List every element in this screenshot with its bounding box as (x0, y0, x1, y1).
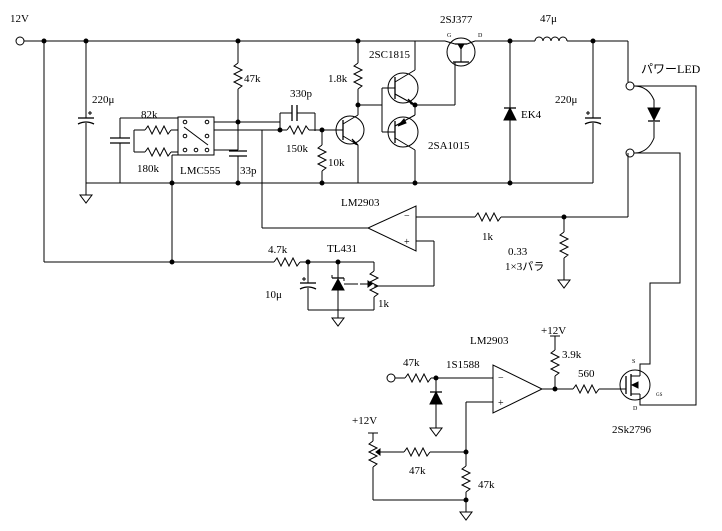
resistor-180k (134, 146, 178, 158)
inductor-47u (534, 36, 570, 42)
top-supply-rail (15, 36, 629, 82)
svg-text:−: − (404, 211, 410, 222)
svg-text:+: + (404, 237, 410, 248)
label-12v-mid: +12V (541, 325, 566, 337)
label-r47k-bottom: 47k (478, 479, 495, 491)
label-r82k: 82k (141, 109, 158, 121)
wires-555-right (171, 119, 280, 262)
label-12v-low: +12V (352, 415, 377, 427)
label-r1k-sense: 1k (482, 231, 494, 243)
label-r10k: 10k (328, 157, 345, 169)
label-c10u: 10μ (265, 289, 282, 301)
opamp-lm2903-upper: − + (262, 205, 475, 286)
capacitor-220u-left (77, 41, 95, 183)
ground-rail (79, 180, 593, 204)
label-c220u-left: 220μ (92, 94, 115, 106)
resistor-82k (133, 124, 178, 152)
label-c220u-right: 220μ (555, 94, 578, 106)
resistor-47k-input (386, 372, 493, 384)
label-pin-g-2sj377: G (447, 33, 452, 39)
label-2sk2796: 2Sk2796 (612, 424, 652, 436)
power-led (625, 81, 697, 406)
label-r47k-feedback: 47k (409, 465, 426, 477)
label-ek4: EK4 (521, 109, 542, 121)
label-shunt-note: 1×3パラ (505, 260, 544, 273)
label-r47k-top: 47k (244, 73, 261, 85)
capacitor-33p (229, 122, 247, 183)
feedback-network-lower (367, 401, 493, 521)
svg-text:−: − (498, 373, 504, 384)
label-l47u: 47μ (540, 13, 557, 25)
capacitor-220u-right (584, 41, 602, 183)
label-r4-7k: 4.7k (268, 244, 288, 256)
resistor-47k-top (232, 41, 244, 122)
opamp-lm2903-lower: − + (492, 364, 573, 414)
potentiometer-1k (360, 262, 434, 310)
label-pin-gs-2sk2796: GS (656, 393, 663, 398)
resistor-150k (261, 124, 336, 228)
label-r47k-input: 47k (403, 357, 420, 369)
label-lmc555: LMC555 (180, 165, 221, 177)
transistor-driver-npn (335, 105, 365, 183)
resistor-shunt-0-33 (557, 217, 571, 289)
label-r3-9k: 3.9k (562, 349, 582, 361)
label-lm2903-upper: LM2903 (341, 197, 380, 209)
mosfet-2sj377 (444, 37, 476, 105)
label-pin-s-2sk2796: S (632, 359, 635, 365)
resistor-4-7k (273, 256, 374, 268)
transistor-2sa1015 (382, 102, 455, 183)
resistor-1-8k (352, 41, 383, 132)
resistor-3-9k-pullup (549, 335, 561, 380)
svg-text:+: + (498, 398, 504, 409)
label-pin-d-2sj377: D (478, 33, 483, 39)
label-c33p: 33p (240, 165, 257, 177)
wires-reference-feed (41, 38, 274, 265)
label-r150k: 150k (286, 143, 309, 155)
capacitor-330p (279, 105, 316, 131)
resistor-10k (316, 130, 328, 183)
transistor-2sc1815 (382, 41, 419, 106)
capacitor-timing-555 (110, 117, 178, 183)
shunt-reference-tl431 (308, 262, 374, 327)
label-r1-8k: 1.8k (328, 73, 348, 85)
label-pot-1k: 1k (378, 298, 390, 310)
label-c330p: 330p (290, 88, 313, 100)
resistor-560-gate (572, 383, 618, 395)
mosfet-2sk2796 (618, 152, 681, 406)
label-2sa1015: 2SA1015 (428, 140, 470, 152)
ic-lmc555 (177, 116, 215, 156)
resistor-1k-sense (474, 211, 628, 223)
diode-1s1588 (429, 378, 443, 437)
label-1s1588: 1S1588 (446, 359, 480, 371)
label-lm2903-lower: LM2903 (470, 335, 509, 347)
label-r560: 560 (578, 368, 595, 380)
diode-ek4 (503, 41, 517, 183)
label-2sj377: 2SJ377 (440, 14, 473, 26)
label-12v-input: 12V (10, 13, 29, 25)
label-2sc1815: 2SC1815 (369, 49, 410, 61)
label-r180k: 180k (137, 163, 160, 175)
label-power-led: パワーLED (641, 62, 701, 76)
label-shunt-value: 0.33 (508, 246, 528, 258)
label-tl431: TL431 (327, 243, 357, 255)
capacitor-10u (299, 262, 317, 310)
label-pin-d-2sk2796: D (633, 406, 638, 412)
